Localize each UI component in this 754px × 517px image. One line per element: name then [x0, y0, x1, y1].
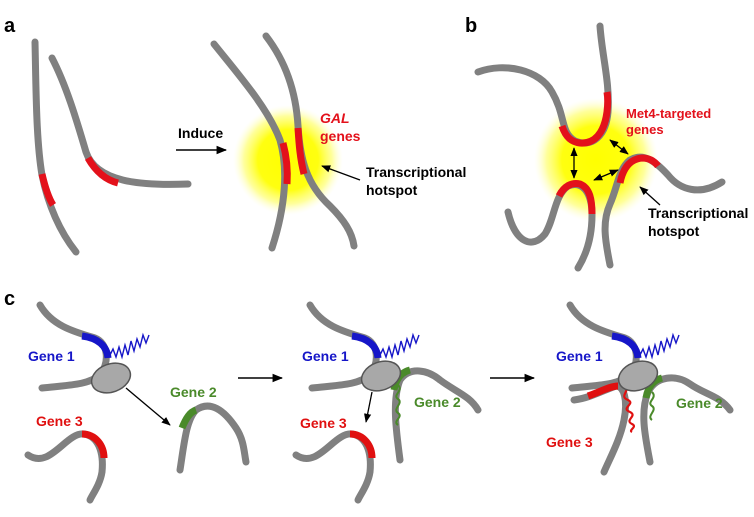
gene3-label: Gene 3 [36, 413, 83, 429]
gene3-label: Gene 3 [300, 415, 347, 431]
recruitment-arrow [125, 387, 171, 426]
gal-label: GAL [320, 110, 350, 126]
hotspot-label-line2: hotspot [648, 223, 700, 239]
panel-c-letter: c [4, 288, 15, 310]
chromatin-strand [31, 38, 80, 256]
interaction-arrow [609, 139, 629, 155]
panel-c: c Gene 1 Gene 2 Gene 3 Gene 1 [4, 288, 734, 504]
panel-c-stage-2: Gene 1 Gene 2 Gene 3 [292, 301, 482, 504]
gene2-segment [178, 406, 198, 430]
panel-c-stage-1: Gene 1 Gene 2 Gene 3 [24, 301, 250, 504]
gene1-label: Gene 1 [556, 348, 603, 364]
panel-b: b Met4-targeted genes Transcriptional ho… [465, 15, 748, 272]
chromatin-strand [24, 430, 106, 504]
chromatin-strand [570, 382, 630, 476]
gene1-segment [81, 332, 112, 359]
genes-label: genes [320, 128, 361, 144]
rna-polymerase [617, 360, 659, 392]
chromatin-strand [48, 54, 192, 188]
gene3-segment [586, 382, 619, 400]
gene1-transcript [639, 332, 680, 360]
recruitment-arrow [364, 391, 373, 423]
gene1-segment [611, 332, 642, 359]
met4-label-line1: Met4-targeted [626, 106, 711, 121]
induce-label: Induce [178, 125, 223, 141]
panel-a: a Induce GAL genes Transcriptional hotsp… [4, 15, 466, 256]
gal-gene-segment [38, 173, 57, 207]
rna-polymerase [360, 360, 402, 392]
gal-gene-segment [84, 156, 119, 187]
gal-gene-segment [279, 142, 291, 185]
hotspot-label-line2: hotspot [366, 182, 418, 198]
panel-a-letter: a [4, 15, 16, 37]
gene3-segment [81, 430, 108, 459]
rna-polymerase [90, 362, 132, 394]
gene2-transcript [395, 384, 401, 426]
gene2-label: Gene 2 [414, 394, 461, 410]
chromatin-strand [176, 402, 250, 474]
chromatin-strand [292, 430, 374, 504]
panel-b-letter: b [465, 15, 477, 37]
met4-gene-segment [555, 180, 596, 215]
gene1-transcript [379, 332, 420, 360]
hotspot-pointer-arrow [639, 186, 661, 206]
chromatin-strand [210, 40, 289, 252]
gal-gene-segment [294, 127, 308, 175]
chromatin-strand [640, 374, 734, 466]
gene3-segment [349, 430, 376, 459]
met4-label-line2: genes [626, 122, 664, 137]
hotspot-pointer-arrow [321, 165, 361, 181]
hotspot-label-line1: Transcriptional [648, 205, 748, 221]
met4-gene-segment [558, 91, 612, 147]
gene3-label: Gene 3 [546, 434, 593, 450]
gene1-transcript [109, 332, 150, 360]
gene1-segment [351, 332, 382, 359]
gene1-label: Gene 1 [28, 348, 75, 364]
chromatin-strand [391, 367, 482, 464]
gene1-label: Gene 1 [302, 348, 349, 364]
interaction-arrow [593, 169, 619, 181]
gene2-transcript [649, 391, 655, 421]
met4-gene-segment [616, 154, 661, 184]
gene2-label: Gene 2 [676, 395, 723, 411]
gene2-label: Gene 2 [170, 384, 217, 400]
panel-c-stage-3: Gene 1 Gene 2 Gene 3 [546, 301, 734, 476]
gene3-transcript [623, 385, 636, 433]
hotspot-label-line1: Transcriptional [366, 164, 466, 180]
